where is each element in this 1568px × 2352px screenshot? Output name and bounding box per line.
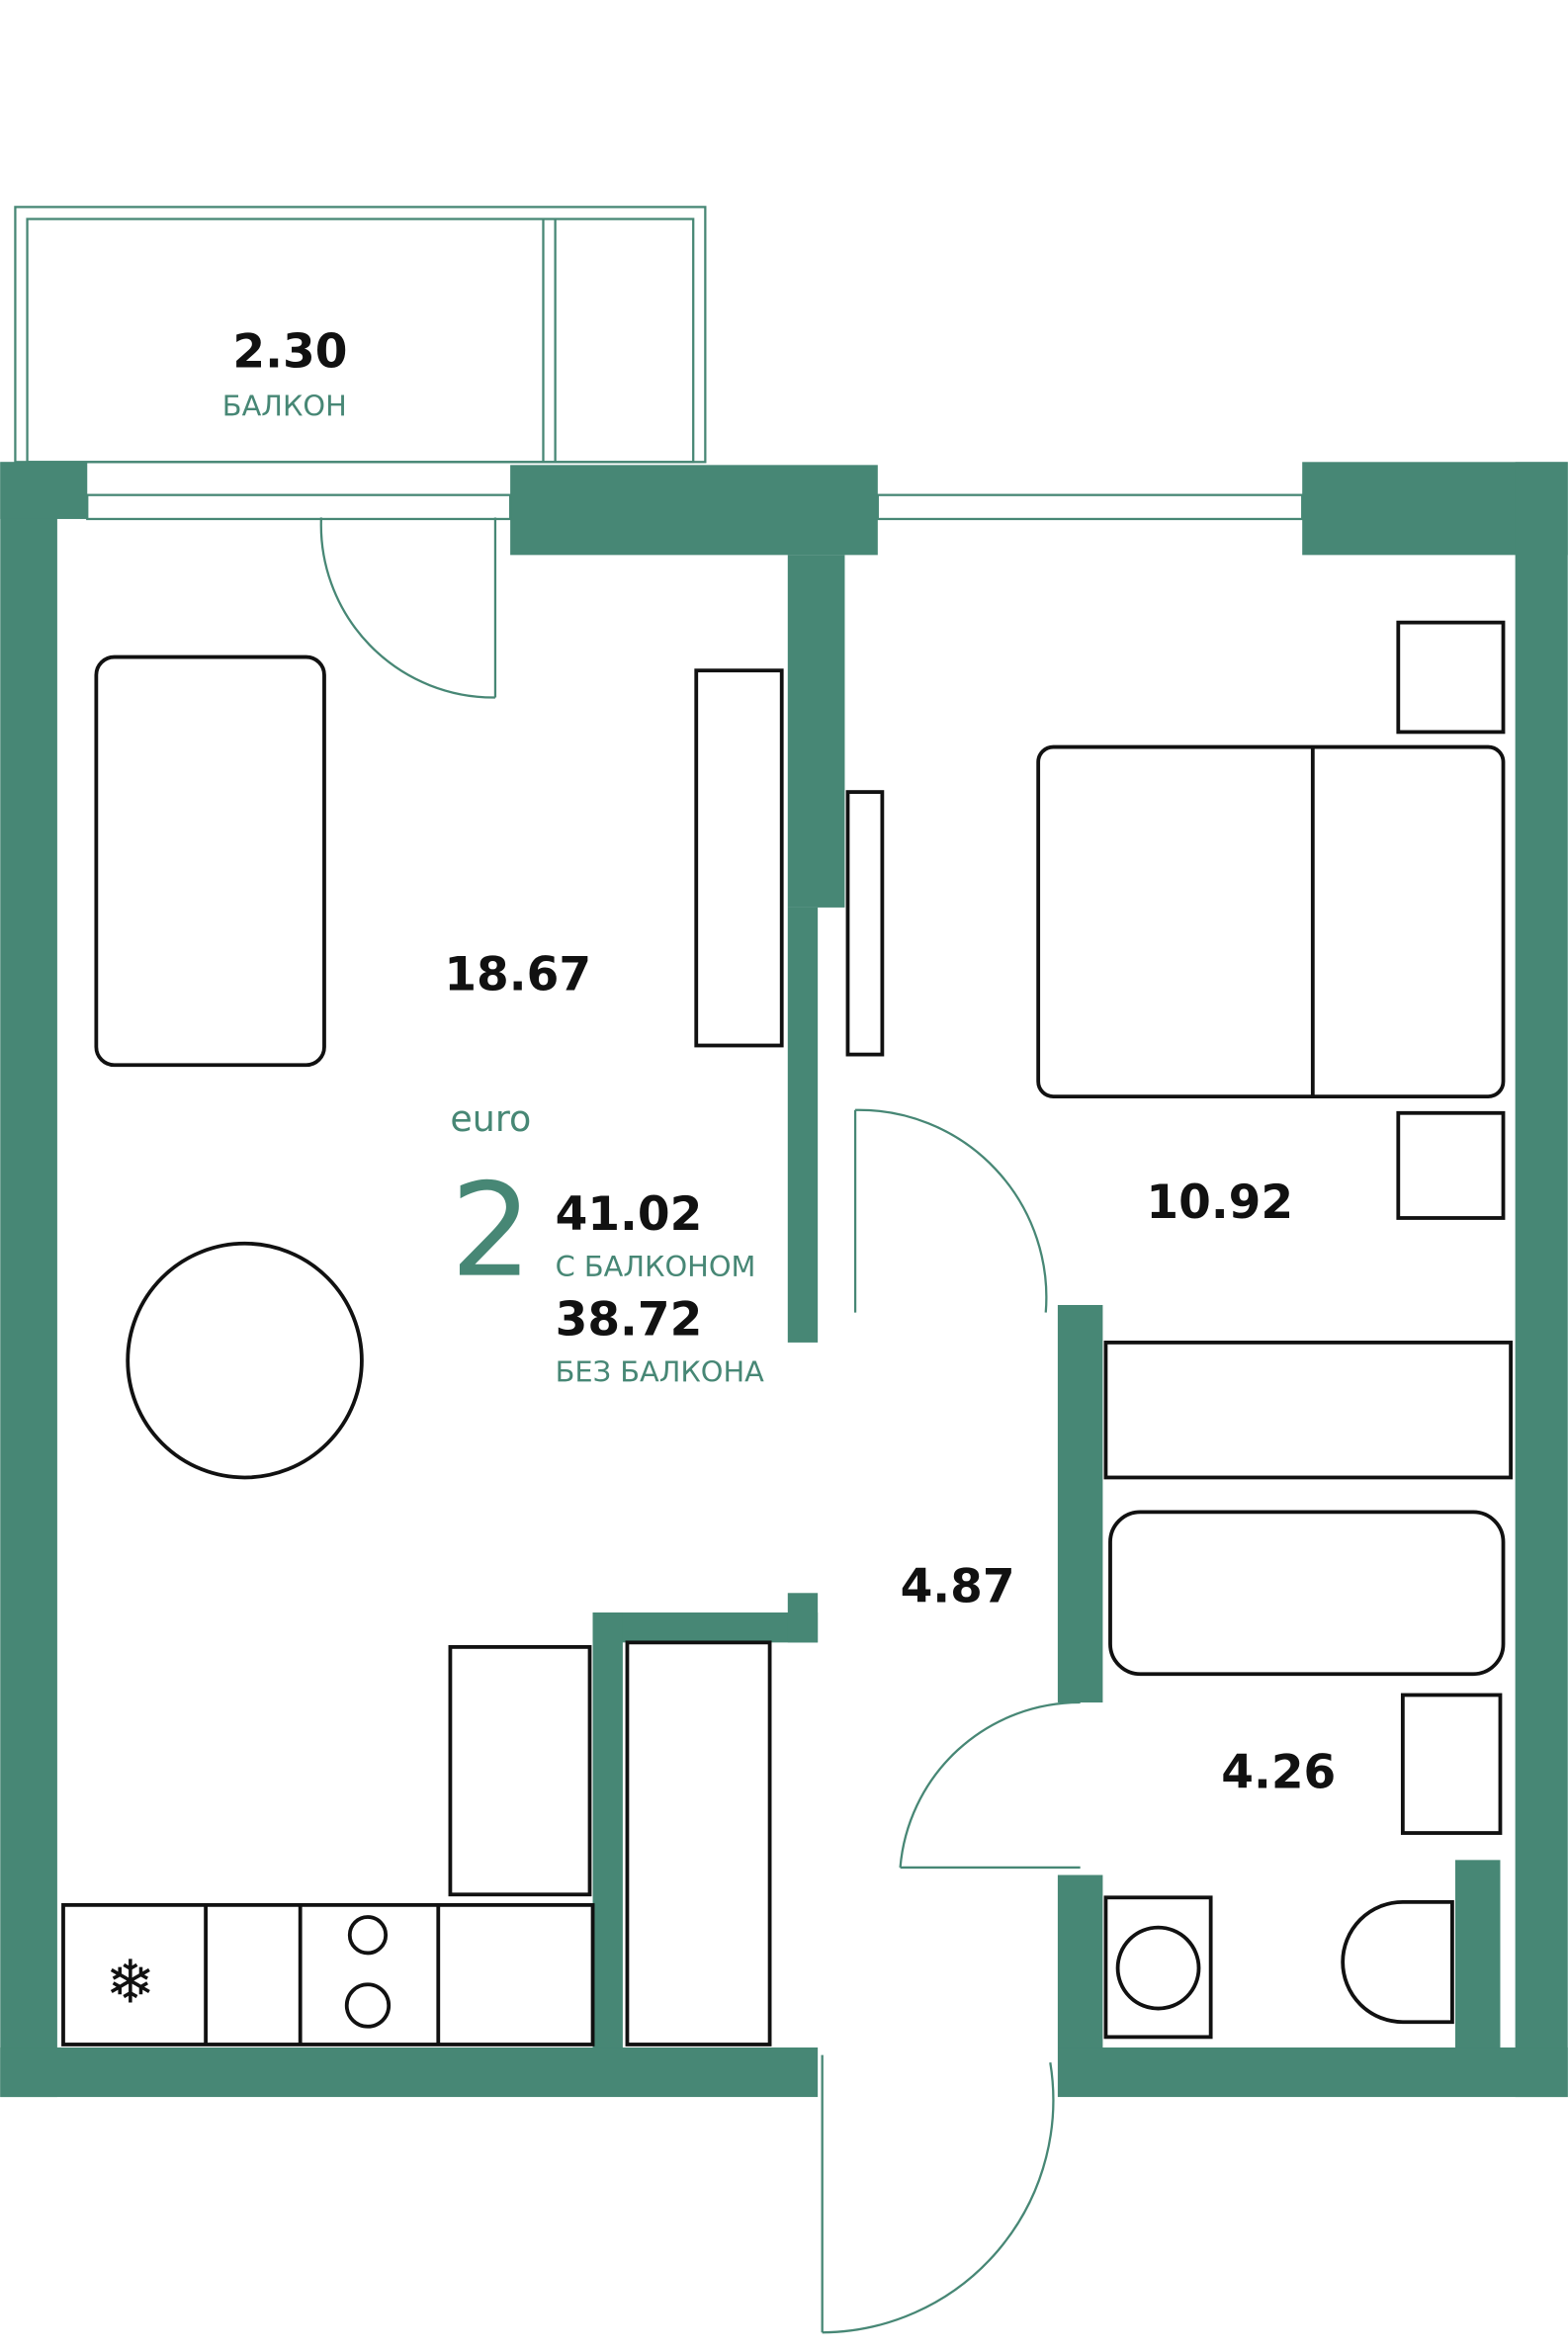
doors bbox=[319, 517, 1081, 2334]
type-label: euro bbox=[450, 1097, 531, 1140]
hall-area: 4.87 bbox=[901, 1559, 1015, 1613]
bathroom-area: 4.26 bbox=[1221, 1746, 1336, 1800]
area-without-balcony: 38.72 bbox=[556, 1292, 703, 1347]
freezer-icon: ❄ bbox=[105, 1950, 155, 2016]
walls bbox=[0, 462, 1568, 2098]
balcony-area: 2.30 bbox=[232, 325, 347, 380]
area-with-balcony: 41.02 bbox=[556, 1187, 703, 1242]
balcony bbox=[14, 206, 707, 464]
without-balcony-label: БЕЗ БАЛКОНА bbox=[556, 1354, 765, 1388]
bedroom-area: 10.92 bbox=[1146, 1176, 1293, 1230]
living-area: 18.67 bbox=[444, 947, 591, 1002]
balcony-label: БАЛКОН bbox=[222, 389, 347, 422]
rooms-count: 2 bbox=[450, 1156, 532, 1306]
windows bbox=[86, 493, 1304, 521]
furniture: ❄ bbox=[61, 620, 1513, 2047]
with-balcony-label: С БАЛКОНОМ bbox=[556, 1250, 756, 1283]
